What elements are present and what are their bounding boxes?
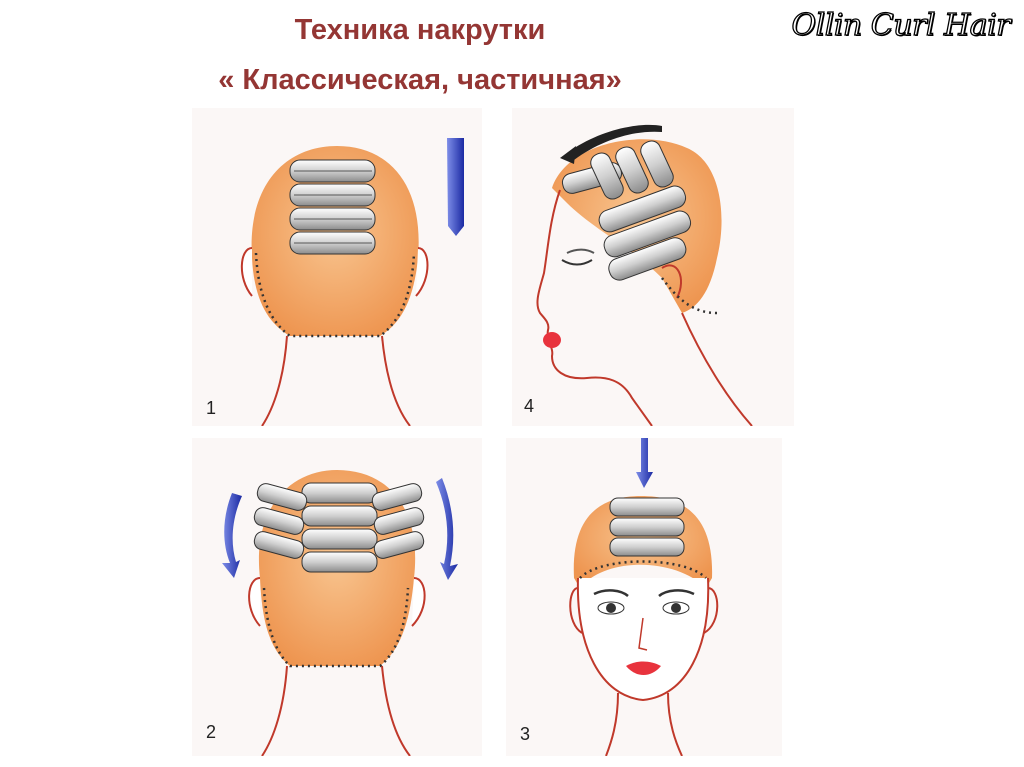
rollers-top — [609, 497, 685, 557]
brand-logo: Ollin Curl Hair — [791, 7, 1011, 43]
head-back-illustration-2 — [222, 470, 458, 756]
panel-step-2: 2 — [192, 438, 482, 756]
arrow-back-icon — [567, 124, 662, 160]
panel-step-4: 4 — [512, 108, 794, 426]
panel-step-1: 1 — [192, 108, 482, 426]
step-number: 2 — [206, 722, 217, 742]
arrow-down-right-icon — [436, 478, 458, 580]
arrow-down-left-icon — [222, 493, 242, 578]
lips-icon — [543, 332, 561, 348]
title-line-1: Техника накрутки — [294, 14, 546, 46]
arrow-down-icon — [636, 438, 653, 488]
step-number: 3 — [520, 724, 531, 744]
front-face-illustration — [569, 438, 719, 756]
step-number: 4 — [524, 396, 535, 416]
panel-step-3: 3 — [506, 438, 782, 756]
lips-icon — [626, 661, 661, 675]
profile-illustration — [536, 124, 753, 426]
rollers-side — [561, 140, 692, 281]
step-number: 1 — [206, 398, 217, 418]
title-line-2: « Классическая, частичная» — [218, 64, 622, 96]
rollers-center — [289, 159, 376, 255]
head-back-illustration-1 — [240, 138, 464, 426]
arrow-down-icon — [447, 138, 464, 236]
rollers-back-and-sides — [253, 482, 425, 573]
